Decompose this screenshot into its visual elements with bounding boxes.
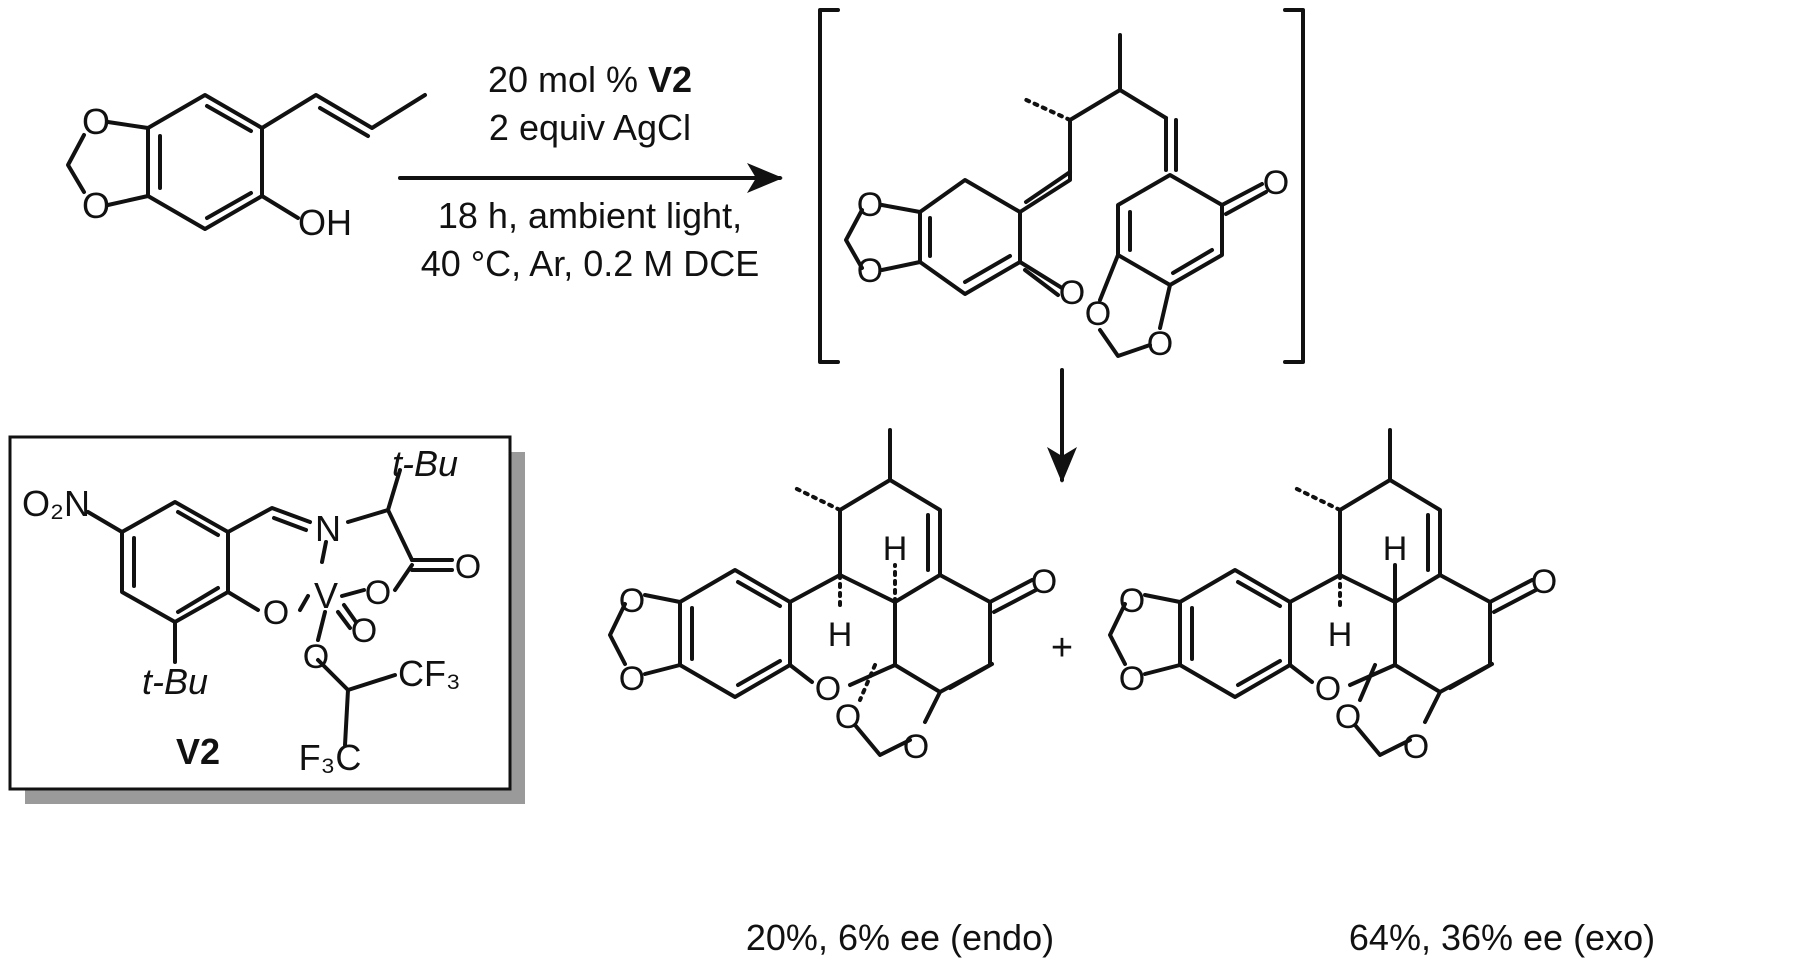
atom-o: O: [903, 728, 929, 766]
atom-o: O: [815, 670, 841, 708]
endo-yield-label: 20%, 6% ee (endo): [746, 917, 1054, 958]
atom-h: H: [1328, 616, 1353, 654]
reaction-conditions: 20 mol % V2 2 equiv AgCl 18 h, ambient l…: [421, 59, 760, 284]
atom-o: O: [1031, 563, 1057, 601]
conditions-line-1: 20 mol % V2: [488, 59, 692, 100]
atom-o: O: [1335, 698, 1361, 736]
atom-o: O: [619, 660, 645, 698]
atom-o: O: [857, 186, 883, 224]
atom-o: O: [82, 101, 110, 142]
atom-o: O: [857, 252, 883, 290]
atom-h: H: [828, 616, 853, 654]
catalyst-v-label: V: [314, 575, 338, 616]
atom-o: O: [455, 548, 481, 586]
conditions-line-4: 40 °C, Ar, 0.2 M DCE: [421, 243, 760, 284]
atom-o: O: [835, 698, 861, 736]
conditions-line-2: 2 equiv AgCl: [489, 107, 691, 148]
atom-o: O: [263, 594, 289, 632]
catalyst-box: O₂N N V O O O O O t-Bu t-Bu CF₃ F₃C V2: [8, 435, 525, 804]
atom-o: O: [1059, 274, 1085, 312]
atom-o: O: [1531, 563, 1557, 601]
catalyst-f3c-label: F₃C: [299, 737, 362, 778]
atom-o: O: [82, 185, 110, 226]
atom-o: O: [1263, 164, 1289, 202]
exo-product: O O O O O O H H: [1108, 428, 1557, 766]
catalyst-n-label: N: [315, 508, 341, 549]
intermediate-dimer: O O O O O O: [818, 8, 1305, 364]
atom-o: O: [619, 582, 645, 620]
catalyst-tbu-bottom: t-Bu: [142, 661, 208, 702]
atom-o: O: [1085, 295, 1111, 333]
atom-o: O: [303, 638, 329, 676]
atom-h: H: [1383, 530, 1408, 568]
catalyst-cf3-label: CF₃: [398, 653, 461, 694]
atom-o: O: [1315, 670, 1341, 708]
catalyst-no2-label: O₂N: [22, 483, 90, 524]
atom-o: O: [1119, 660, 1145, 698]
endo-product: O O O O O O H H: [608, 428, 1057, 766]
atom-o: O: [1403, 728, 1429, 766]
atom-h: H: [883, 530, 908, 568]
atom-o: O: [351, 612, 377, 650]
conditions-line-3: 18 h, ambient light,: [438, 195, 742, 236]
catalyst-tbu-top: t-Bu: [392, 443, 458, 484]
atom-o: O: [1147, 325, 1173, 363]
plus-sign: +: [1051, 627, 1073, 669]
atom-o: O: [365, 574, 391, 612]
atom-o: O: [1119, 582, 1145, 620]
catalyst-name: V2: [176, 731, 220, 772]
starting-material: O O OH: [66, 93, 427, 243]
exo-yield-label: 64%, 36% ee (exo): [1349, 917, 1655, 958]
hydroxyl-label: OH: [298, 202, 352, 243]
